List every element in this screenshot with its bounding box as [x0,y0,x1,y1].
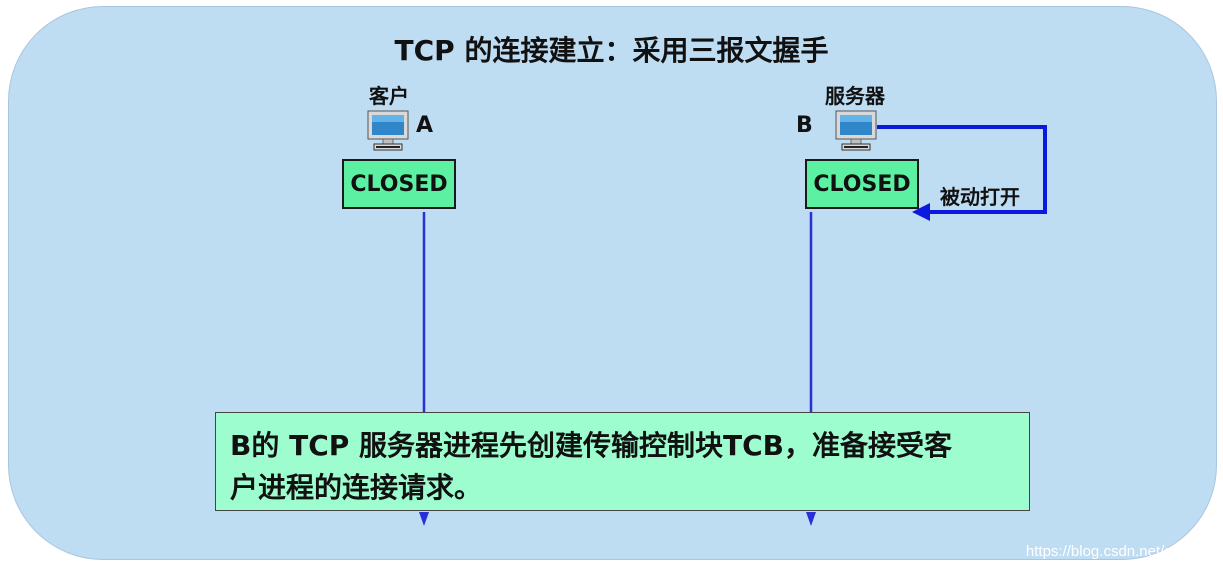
client-state-box: CLOSED [342,159,456,209]
client-timeline-arrowhead [419,512,429,526]
client-role-label: 客户 [369,84,409,108]
passive-open-arrow [877,125,1047,214]
server-role-label: 服务器 [825,84,885,108]
watermark: https://blog.csdn.net/syzdev [1025,543,1211,560]
explanation-note: B的 TCP 服务器进程先创建传输控制块TCB，准备接受客 户进程的连接请求。 [215,412,1030,511]
client-computer-icon [367,110,409,151]
passive-open-label: 被动打开 [940,185,1020,209]
note-line-1: B的 TCP 服务器进程先创建传输控制块TCB，准备接受客 [230,429,953,462]
server-computer-icon [835,110,877,151]
server-letter: B [796,113,813,138]
passive-open-arrowhead [912,203,930,221]
server-state-box: CLOSED [805,159,919,209]
note-line-2: 户进程的连接请求。 [230,471,483,504]
diagram-title: TCP 的连接建立：采用三报文握手 [394,34,829,67]
client-letter: A [416,113,434,138]
server-timeline-arrowhead [806,512,816,526]
